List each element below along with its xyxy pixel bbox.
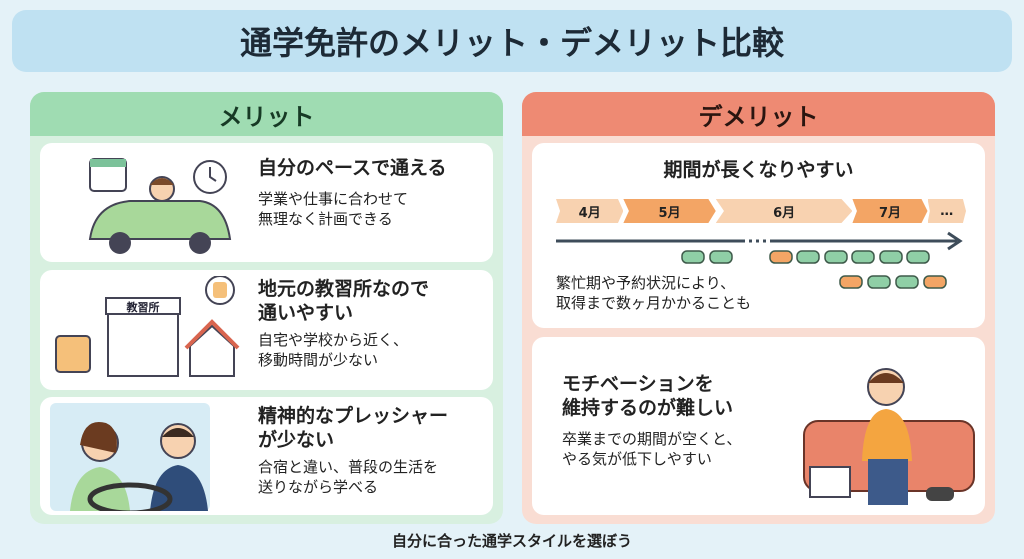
month-june: 6月	[715, 199, 853, 223]
merit-body: 自宅や学校から近く、 移動時間が少ない	[258, 330, 409, 369]
footer-message: 自分に合った通学スタイルを選ぼう	[391, 532, 632, 550]
car-driver-illustration	[88, 158, 232, 254]
demerit-heading: モチベーションを 維持するのが難しい	[562, 373, 734, 419]
merit-header: メリット	[30, 92, 503, 136]
school-sign: 教習所	[126, 300, 160, 314]
demerit-body: 繁忙期や予約状況により、 取得まで数ヶ月かかることも	[556, 274, 752, 313]
merit-card-pace: 自分のペースで通える 学業や仕事に合わせて 無理なく計画できる	[40, 143, 493, 262]
month-may: 5月	[623, 199, 716, 223]
merit-heading: 自分のペースで通える	[258, 157, 447, 179]
merit-heading: 精神的なプレッシャー が少ない	[258, 405, 449, 451]
merit-panel: メリット 自分のペースで通える 学業や仕事に合わせて 無理なく計画できる 教習所…	[30, 92, 503, 524]
merit-body: 合宿と違い、普段の生活を 送りながら学べる	[258, 457, 439, 496]
month-july: 7月	[852, 199, 928, 223]
page-title: 通学免許のメリット・デメリット比較	[12, 10, 1012, 72]
demerit-panel: デメリット 期間が長くなりやすい 4月 5月 6月 7月 … 繁忙期や予約状況に…	[522, 92, 995, 524]
timeline-arrow-with-cars	[556, 231, 963, 289]
demerit-card-motivation: モチベーションを 維持するのが難しい 卒業までの期間が空くと、 やる気が低下しや…	[532, 337, 985, 515]
merit-card-local: 教習所 地元の教習所なので 通いやすい 自宅や学校から近く、 移動時間が少ない	[40, 270, 493, 390]
month-more: …	[927, 199, 967, 223]
demerit-card-period: 期間が長くなりやすい 4月 5月 6月 7月 … 繁忙期や予約状況により、 取得…	[532, 143, 985, 328]
demerit-heading: 期間が長くなりやすい	[663, 159, 854, 181]
merit-body: 学業や仕事に合わせて 無理なく計画できる	[258, 189, 409, 228]
school-building-illustration: 教習所	[55, 276, 240, 377]
driving-lesson-illustration	[50, 403, 210, 511]
merit-heading: 地元の教習所なので 通いやすい	[258, 278, 430, 324]
bored-student-illustration	[803, 368, 975, 505]
merit-card-pressure: 精神的なプレッシャー が少ない 合宿と違い、普段の生活を 送りながら学べる	[40, 397, 493, 515]
month-timeline: 4月 5月 6月 7月 …	[556, 199, 967, 223]
month-april: 4月	[556, 199, 624, 223]
demerit-body: 卒業までの期間が空くと、 やる気が低下しやすい	[562, 429, 742, 468]
demerit-header: デメリット	[522, 92, 995, 136]
